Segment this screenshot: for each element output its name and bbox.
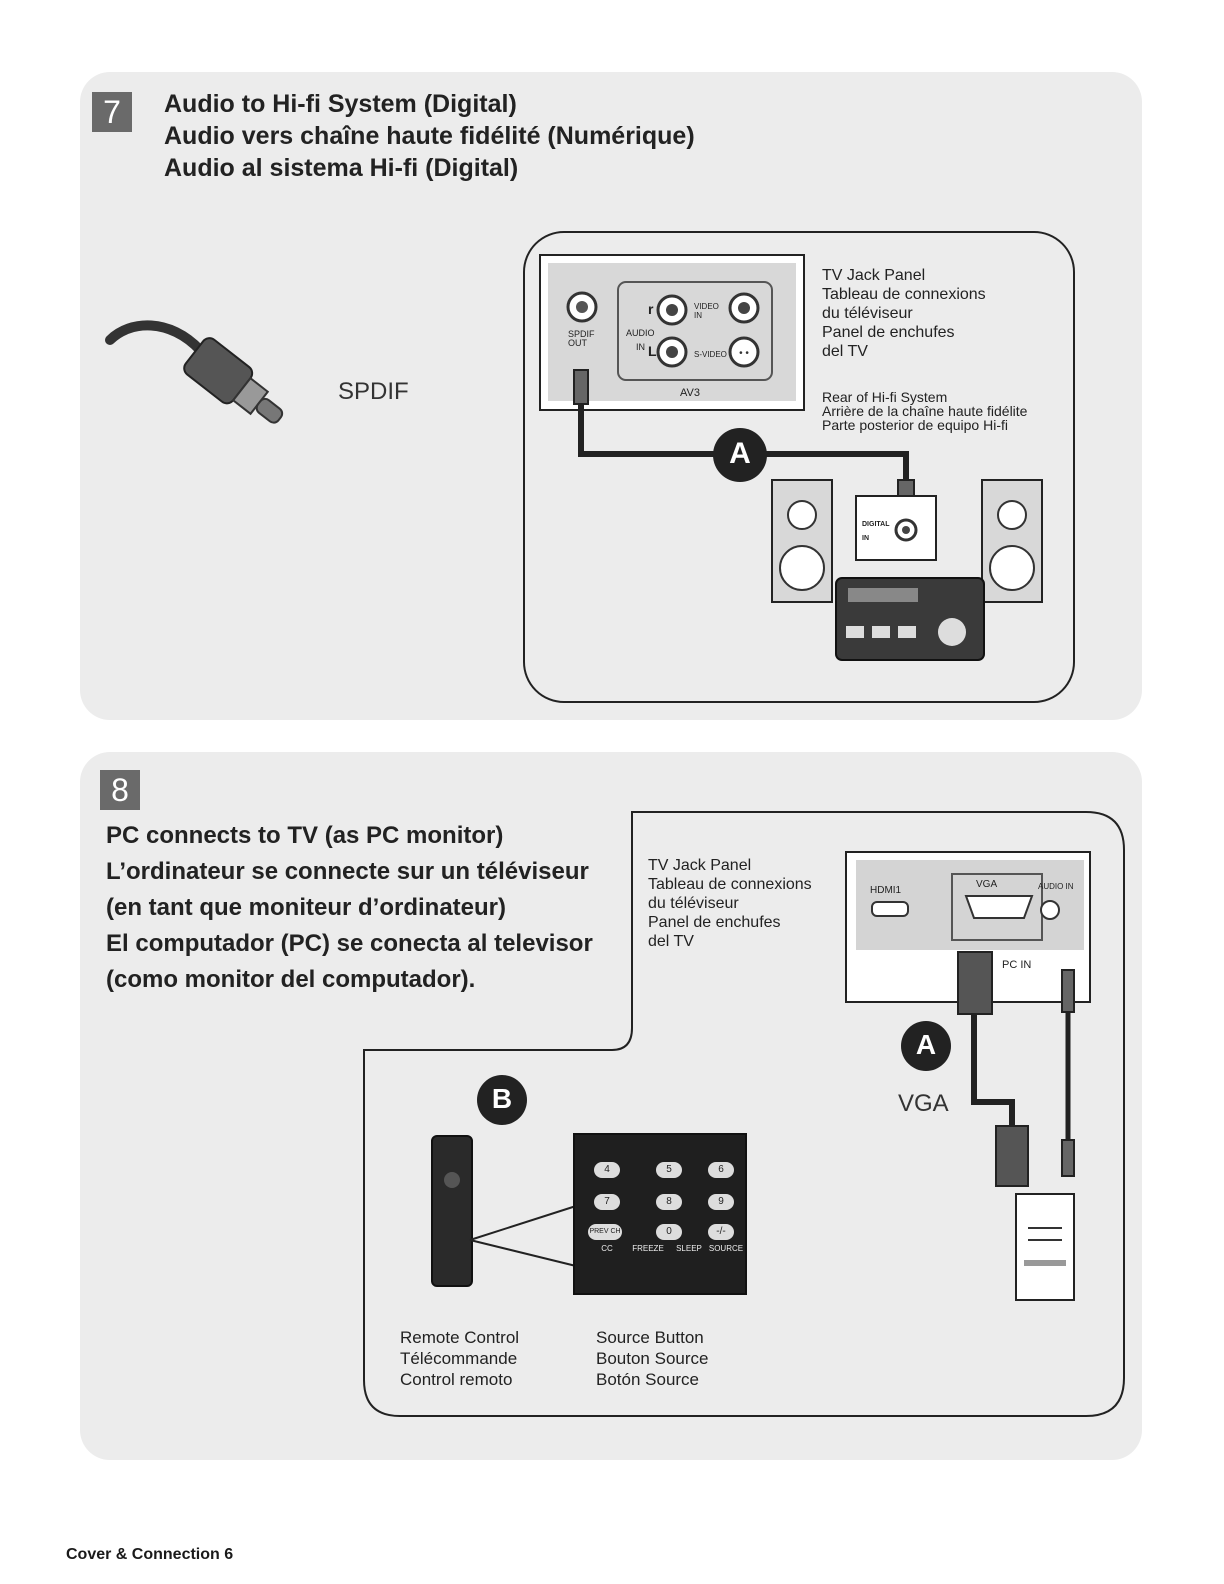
callout-a-8-label: A <box>915 1029 937 1060</box>
remote-control <box>431 1135 473 1287</box>
spdif-cable-illustration <box>105 320 284 424</box>
callout-b-8-label: B <box>491 1083 513 1114</box>
key-9: 9 <box>708 1194 734 1210</box>
key-sleep: SLEEP <box>676 1244 702 1253</box>
jack-av3: AV3 <box>680 387 700 399</box>
remote-keypad-zoom <box>573 1133 747 1295</box>
svg-text:• •: • • <box>739 348 749 359</box>
key-freeze: FREEZE <box>632 1244 664 1253</box>
key-7: 7 <box>594 1194 620 1210</box>
s-video-jack <box>728 336 760 368</box>
jack-vga: VGA <box>976 879 998 890</box>
section-8-title-fr: L’ordinateur se connecte sur un télévise… <box>106 858 589 885</box>
jack-digital-in: DIGITAL IN <box>862 521 890 542</box>
callout-a-7-label: A <box>729 437 751 470</box>
key-8: 8 <box>656 1194 682 1210</box>
jack-in: IN <box>636 342 645 352</box>
callout-a-7 <box>713 428 767 482</box>
key-dash: -/- <box>708 1224 734 1240</box>
callout-b-8 <box>477 1075 527 1125</box>
pc-tower <box>1015 1193 1075 1301</box>
jack-video-in: VIDEO IN <box>694 302 719 320</box>
jack-hdmi: HDMI1 <box>870 885 902 896</box>
section-8-title-fr-2: (en tant que moniteur d’ordinateur) <box>106 894 506 921</box>
spdif-label: SPDIF <box>338 378 409 405</box>
section-7-title-en: Audio to Hi-fi System (Digital) <box>164 90 517 118</box>
key-prev-ch: PREV CH <box>588 1224 622 1240</box>
jack-spdif-out: SPDIF OUT <box>568 329 595 348</box>
key-0: 0 <box>656 1224 682 1240</box>
section-8-title-es-2: (como monitor del computador). <box>106 966 476 993</box>
jack-audio: AUDIO <box>626 328 655 338</box>
key-6: 6 <box>708 1162 734 1178</box>
jack-l: L <box>648 343 657 359</box>
jack-r: r <box>648 301 654 317</box>
key-source: SOURCE <box>708 1244 744 1253</box>
section-7-diagram: • • <box>523 231 1075 703</box>
step-number-7: 7 <box>92 92 132 132</box>
step-number-8: 8 <box>100 770 140 810</box>
section-8-title-es: El computador (PC) se conecta al televis… <box>106 930 593 957</box>
section-7-title-fr: Audio vers chaîne haute fidélité (Numéri… <box>164 122 695 150</box>
audio-in-jack <box>1040 900 1060 920</box>
key-cc: CC <box>601 1244 613 1253</box>
page-footer: Cover & Connection 6 <box>66 1546 234 1563</box>
section-7-title-es: Audio al sistema Hi-fi (Digital) <box>164 154 519 182</box>
section-8-title-en: PC connects to TV (as PC monitor) <box>106 822 504 849</box>
jack-pc-in: PC IN <box>1002 959 1032 971</box>
callout-a-8 <box>901 1021 951 1071</box>
jack-audio-in: AUDIO IN <box>1038 882 1074 891</box>
jack-s-video: S-VIDEO <box>694 350 727 359</box>
key-5: 5 <box>656 1162 682 1178</box>
vga-port <box>964 895 1034 919</box>
vga-label: VGA <box>898 1090 949 1117</box>
section-8-diagram <box>363 811 1125 1417</box>
key-4: 4 <box>594 1162 620 1178</box>
